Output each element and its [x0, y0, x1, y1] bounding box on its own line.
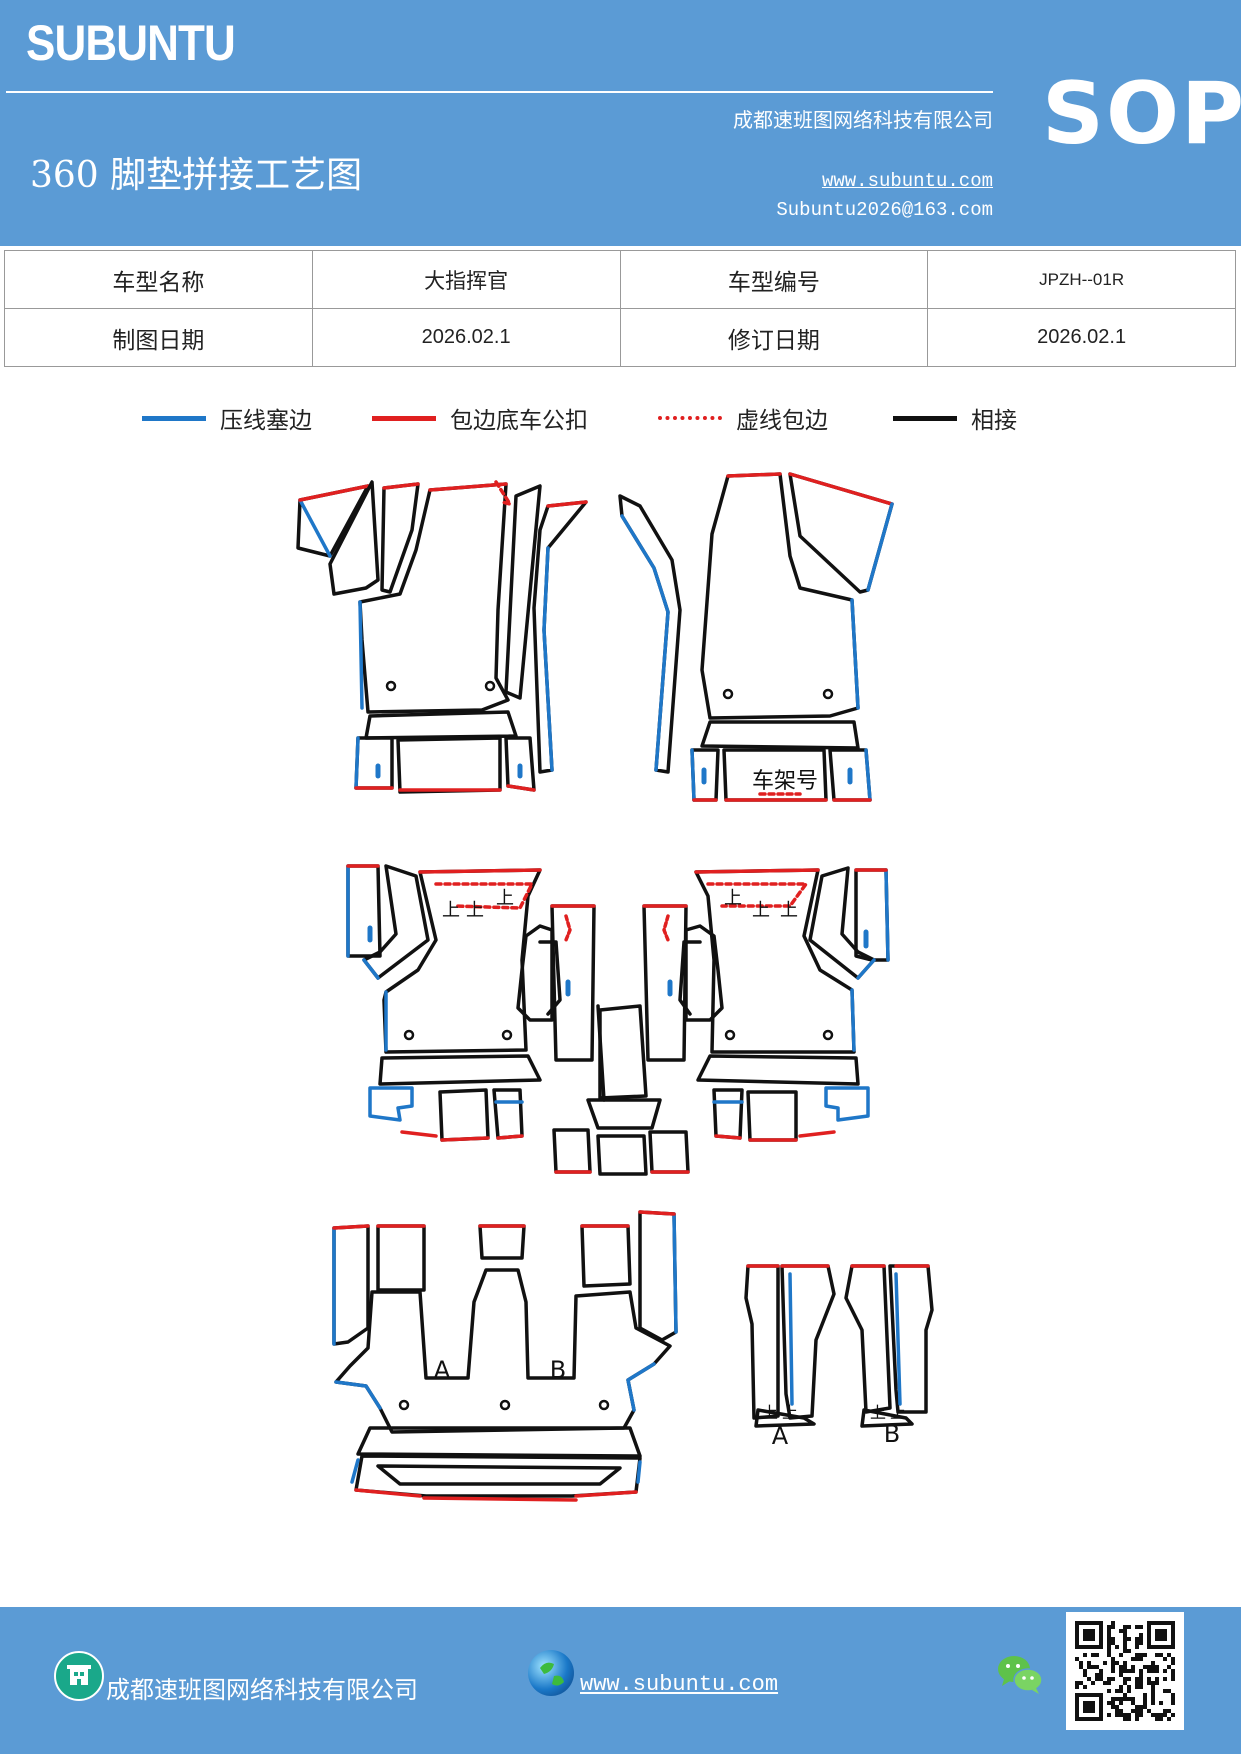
table-row: 车型名称 大指挥官 车型编号 JPZH--01R: [4, 250, 1236, 309]
draw-date-label: 制图日期: [4, 308, 313, 367]
brand-logo: SUBUNTU: [26, 15, 236, 71]
up-mark: 上: [724, 888, 742, 909]
header-website-link[interactable]: www.subuntu.com: [821, 170, 993, 192]
legend-label: 相接: [971, 408, 1017, 434]
legend-item-red: 包边底车公扣: [372, 398, 588, 438]
company-building-icon: [54, 1651, 104, 1701]
legend-label: 压线塞边: [220, 408, 312, 434]
header-divider: [6, 91, 993, 93]
page-title: 360 脚垫拼接工艺图: [30, 155, 363, 196]
up-mark: 上: [442, 900, 460, 921]
qr-code-image: [1066, 1612, 1184, 1730]
floor-mat-diagram: 车架号: [296, 472, 934, 1502]
frame-number-label: 车架号: [752, 769, 818, 794]
legend-item-black: 相接: [893, 398, 1017, 438]
model-name-label: 车型名称: [4, 250, 313, 309]
globe-icon: [528, 1650, 574, 1696]
legend-swatch-dashed: [658, 416, 722, 420]
wechat-icon[interactable]: [996, 1652, 1044, 1696]
up-mark: 上: [466, 900, 484, 921]
label-a: A: [772, 1422, 789, 1450]
header-email: Subuntu2026@163.com: [776, 199, 993, 221]
second-row-up-marks: 上 上 上 上 上 上: [442, 888, 798, 921]
header-company: 成都速班图网络科技有限公司: [733, 108, 993, 132]
label-b: B: [550, 1356, 566, 1384]
legend-label: 包边底车公扣: [450, 408, 588, 434]
front-left-mat: [296, 480, 588, 794]
legend-swatch-blue: [142, 415, 206, 421]
model-code-value: JPZH--01R: [927, 250, 1236, 309]
third-row-mat: [332, 1210, 678, 1502]
up-mark: 上: [496, 888, 514, 909]
footer-company: 成都速班图网络科技有限公司: [106, 1676, 418, 1704]
table-row: 制图日期 2026.02.1 修订日期 2026.02.1: [4, 308, 1236, 367]
vehicle-info-table: 车型名称 大指挥官 车型编号 JPZH--01R 制图日期 2026.02.1 …: [4, 250, 1236, 367]
seat-strips: [744, 1264, 934, 1428]
header-banner: SUBUNTU 成都速班图网络科技有限公司 360 脚垫拼接工艺图 www.su…: [0, 0, 1241, 246]
legend-swatch-red: [372, 415, 436, 421]
legend-item-dashed: 虚线包边: [658, 398, 828, 438]
up-mark: 上: [762, 1403, 778, 1422]
up-mark: 上: [780, 900, 798, 921]
line-legend: 压线塞边 包边底车公扣 虚线包边 相接: [0, 398, 1241, 438]
legend-item-blue: 压线塞边: [142, 398, 312, 438]
revise-date-label: 修订日期: [619, 308, 929, 367]
label-b: B: [884, 1420, 900, 1448]
label-a: A: [434, 1356, 451, 1384]
revise-date-value: 2026.02.1: [927, 308, 1236, 367]
footer-website-link[interactable]: www.subuntu.com: [580, 1672, 779, 1697]
up-mark: 上: [752, 900, 770, 921]
model-code-label: 车型编号: [619, 250, 929, 309]
up-mark: 上: [782, 1403, 798, 1422]
seat-strip-labels: A B: [772, 1420, 900, 1450]
front-right-mat: [618, 472, 894, 802]
third-row-labels: A B: [434, 1356, 566, 1384]
seat-strip-up-marks: 上 上 上 上: [762, 1403, 906, 1422]
up-mark: 上: [870, 1403, 886, 1422]
sop-badge: SOP: [1042, 64, 1241, 164]
model-name-value: 大指挥官: [311, 250, 621, 309]
legend-label: 虚线包边: [736, 408, 828, 434]
draw-date-value: 2026.02.1: [311, 308, 621, 367]
second-row-mats: [346, 864, 890, 1176]
up-mark: 上: [890, 1403, 906, 1422]
legend-swatch-black: [893, 415, 957, 421]
